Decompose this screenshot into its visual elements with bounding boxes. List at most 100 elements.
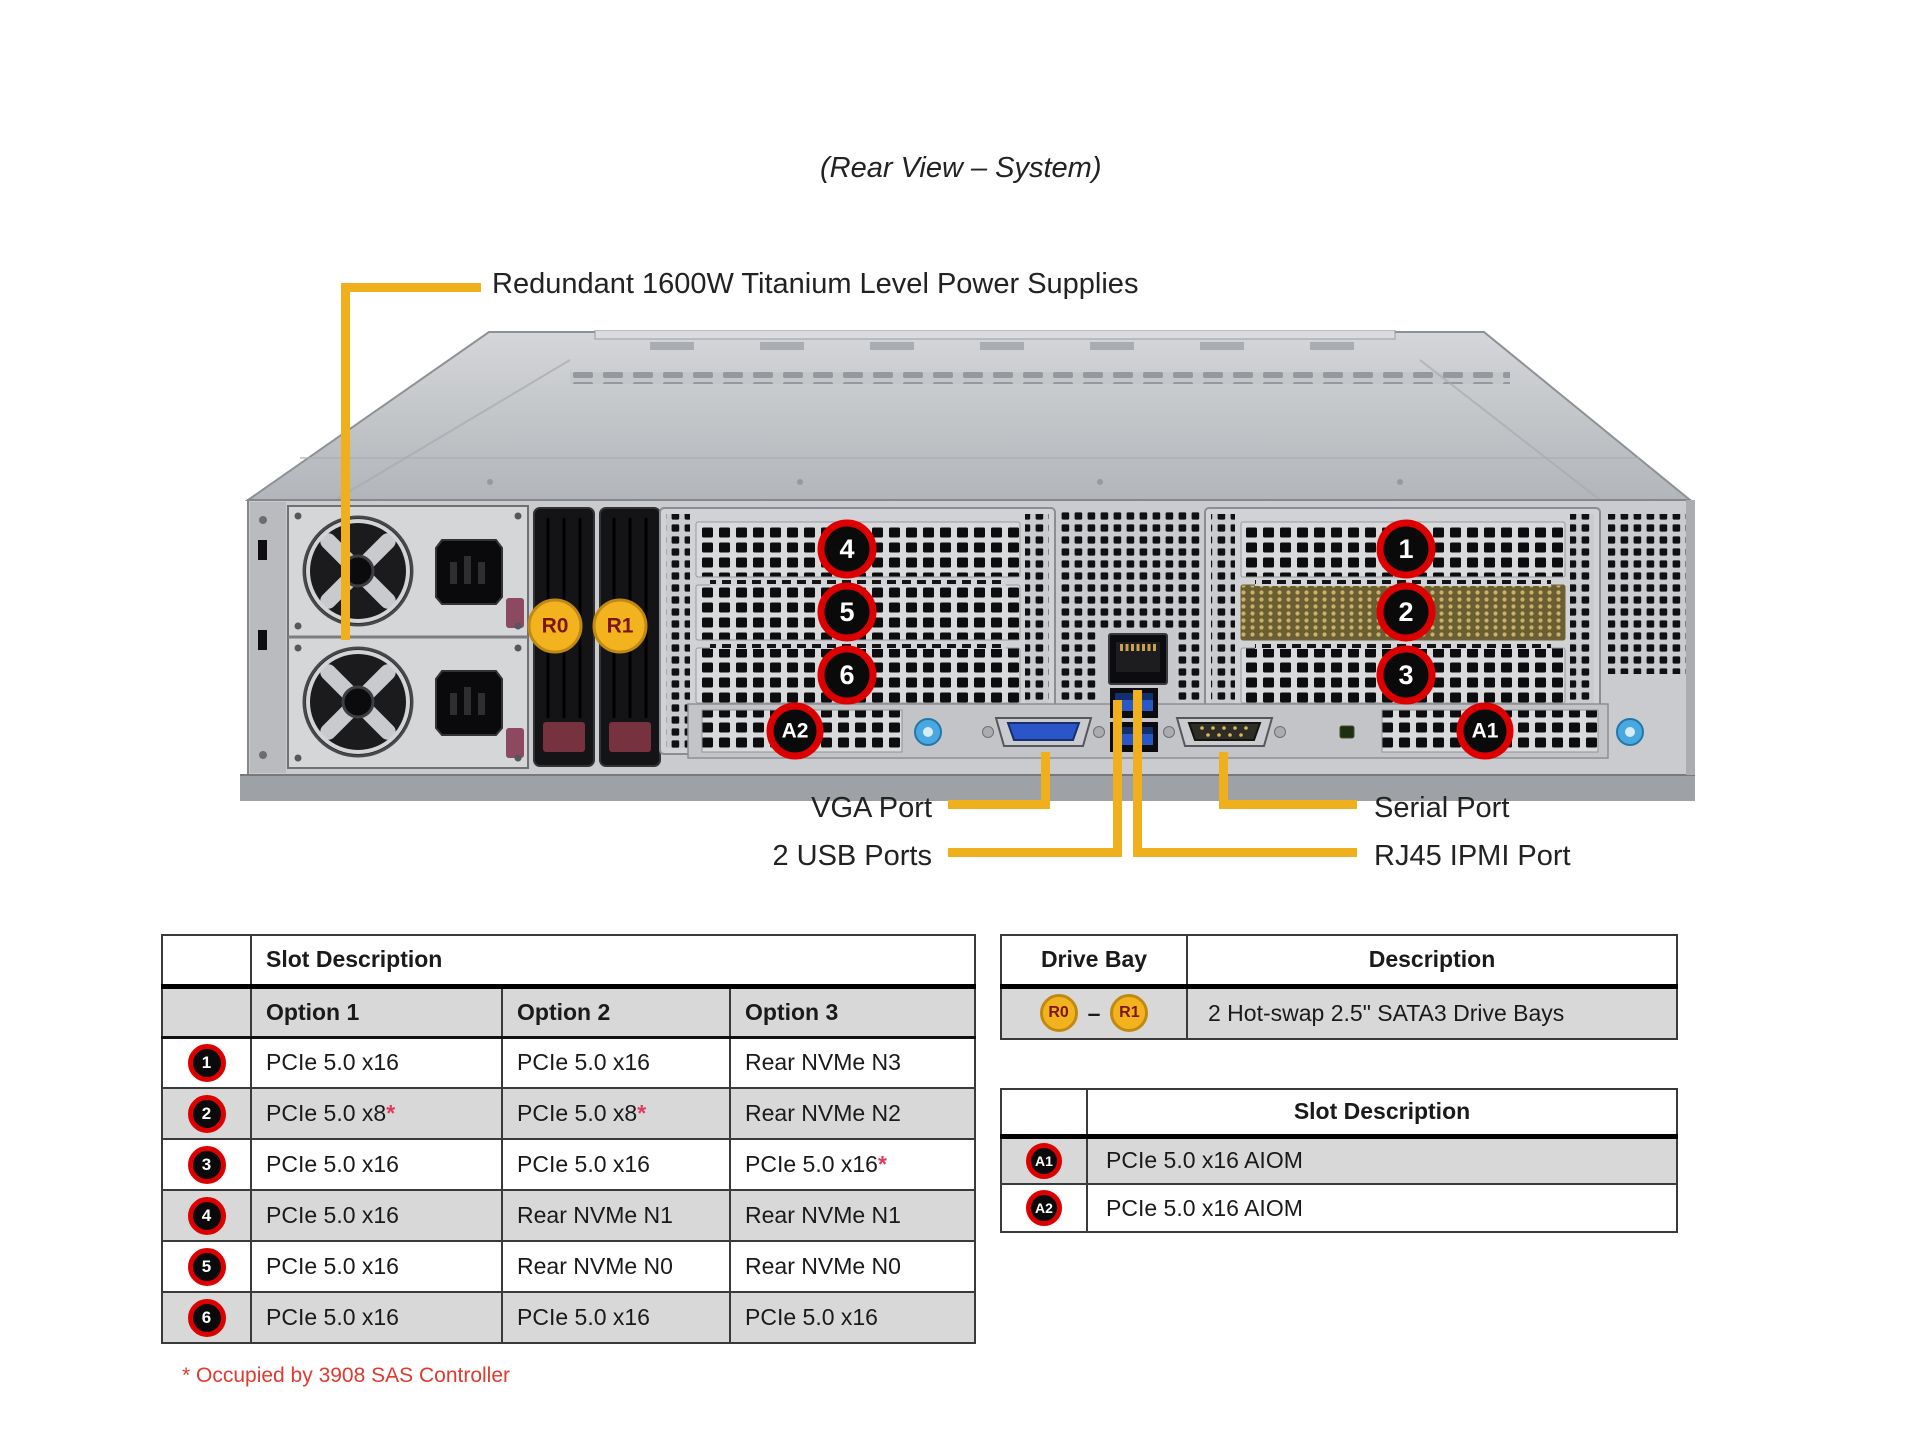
- cell-option3: Rear NVMe N0: [728, 1240, 977, 1293]
- drive-badge-r0: R0: [1039, 994, 1078, 1033]
- corner-cell: [161, 985, 252, 1039]
- table-row: A2 PCIe 5.0 x16 AIOM: [1000, 1183, 1678, 1233]
- power-supply-modules: [287, 505, 529, 769]
- vga-callout-line-v: [1041, 752, 1050, 809]
- drive-badge-r1: R1: [607, 615, 634, 638]
- cell-option2: Rear NVMe N1: [501, 1189, 731, 1242]
- psu-callout-line-v: [341, 283, 350, 640]
- chassis-lid: [244, 330, 1693, 501]
- usb-callout-line-h: [948, 848, 1122, 857]
- corner-cell: [1000, 1088, 1088, 1139]
- vga-port: [982, 717, 1105, 747]
- table-row: 3 PCIe 5.0 x16 PCIe 5.0 x16 PCIe 5.0 x16…: [161, 1138, 977, 1191]
- psu-callout-line-h: [341, 283, 481, 292]
- vga-port-label: VGA Port: [811, 792, 932, 824]
- cell-option1: PCIe 5.0 x16: [250, 1291, 503, 1344]
- table-row: 4 PCIe 5.0 x16 Rear NVMe N1 Rear NVMe N1: [161, 1189, 977, 1242]
- cell-option1: PCIe 5.0 x8*: [250, 1087, 503, 1140]
- psu-latch: [506, 728, 524, 758]
- cell-option2: Rear NVMe N0: [501, 1240, 731, 1293]
- page-title: (Rear View – System): [820, 152, 1102, 184]
- slot-badge-5: 5: [839, 597, 854, 627]
- cell-option3: Rear NVMe N3: [728, 1036, 977, 1089]
- drive-tray-latch: [543, 722, 585, 752]
- footnote: * Occupied by 3908 SAS Controller: [182, 1364, 511, 1387]
- column-header-option2: Option 2: [501, 985, 731, 1039]
- cell-option1: PCIe 5.0 x16: [250, 1240, 503, 1293]
- aiom-badge: A2: [1026, 1190, 1062, 1226]
- rj45-port: [1108, 633, 1168, 685]
- slot-badge-4: 4: [839, 534, 854, 564]
- server-badges: 4 5 6 1 2 3 A2 A1 R0 R1: [527, 519, 1514, 760]
- cell-option3: PCIe 5.0 x16: [728, 1291, 977, 1344]
- cell-option2: PCIe 5.0 x16: [501, 1036, 731, 1089]
- power-inlet-icon: [435, 670, 503, 736]
- slot-badge: 1: [187, 1043, 226, 1082]
- drive-tray-latch: [609, 722, 651, 752]
- slot-badge: 5: [187, 1247, 226, 1286]
- psu-latch: [506, 598, 524, 628]
- aiom-badge: A1: [1026, 1142, 1062, 1179]
- thumbscrew-icon: [1616, 718, 1644, 746]
- slot-badge: 2: [187, 1094, 226, 1133]
- drive-bay-table: Drive Bay Description R0 – R1 2 Hot-swap…: [1000, 934, 1678, 1040]
- table-row: A1 PCIe 5.0 x16 AIOM: [1000, 1135, 1678, 1185]
- description-header: Description: [1186, 934, 1678, 989]
- cell-option2: PCIe 5.0 x16: [501, 1138, 731, 1191]
- chassis-bottom-rail: [240, 775, 1695, 801]
- cell-option1: PCIe 5.0 x16: [250, 1138, 503, 1191]
- aiom-badge-a1: A1: [1472, 720, 1499, 743]
- cell-option2: PCIe 5.0 x8*: [501, 1087, 731, 1140]
- cell-option1: PCIe 5.0 x16: [250, 1036, 503, 1089]
- server-rear-photo: 4 5 6 1 2 3 A2 A1 R0 R1: [240, 330, 1695, 801]
- table-row: 1 PCIe 5.0 x16 PCIe 5.0 x16 Rear NVMe N3: [161, 1036, 977, 1089]
- slot-description-table: Slot Description Option 1 Option 2 Optio…: [161, 934, 977, 1344]
- thumbscrew-icon: [914, 718, 942, 746]
- right-vent-strip: [1608, 514, 1686, 674]
- corner-cell: [161, 934, 252, 989]
- psu-fan-icon: [302, 515, 414, 627]
- serial-callout-line-v: [1219, 752, 1228, 809]
- range-dash: –: [1087, 999, 1101, 1026]
- cell-option3: Rear NVMe N2: [728, 1087, 977, 1140]
- slot-badge-2: 2: [1398, 597, 1413, 627]
- slot-badge-6: 6: [839, 660, 854, 690]
- column-header-option3: Option 3: [728, 985, 977, 1039]
- serial-callout-line-h: [1219, 800, 1357, 809]
- table-row: 2 PCIe 5.0 x8* PCIe 5.0 x8* Rear NVMe N2: [161, 1087, 977, 1140]
- psu-callout-label: Redundant 1600W Titanium Level Power Sup…: [492, 268, 1139, 300]
- aiom-table-header: Slot Description: [1086, 1088, 1678, 1139]
- drive-badge-r0: R0: [542, 615, 569, 638]
- aiom-slot-table: Slot Description A1 PCIe 5.0 x16 AIOM A2…: [1000, 1088, 1678, 1233]
- drive-bay-header: Drive Bay: [1000, 934, 1188, 989]
- aiom-description: PCIe 5.0 x16 AIOM: [1086, 1183, 1678, 1233]
- slot-badge-3: 3: [1398, 660, 1413, 690]
- power-inlet-icon: [435, 539, 503, 605]
- slot-badge: 6: [187, 1298, 226, 1337]
- cell-option1: PCIe 5.0 x16: [250, 1189, 503, 1242]
- serial-port: [1163, 717, 1286, 747]
- ipmi-callout-line-v: [1133, 690, 1142, 857]
- ipmi-callout-line-h: [1133, 848, 1357, 857]
- ipmi-port-label: RJ45 IPMI Port: [1374, 840, 1571, 872]
- aiom-badge-a2: A2: [782, 720, 809, 743]
- slot-badge: 3: [187, 1145, 226, 1184]
- slot-table-header: Slot Description: [249, 934, 977, 989]
- cell-option3: PCIe 5.0 x16*: [728, 1138, 977, 1191]
- rack-ear: [250, 502, 286, 773]
- table-row: 6 PCIe 5.0 x16 PCIe 5.0 x16 PCIe 5.0 x16: [161, 1291, 977, 1344]
- cell-option3: Rear NVMe N1: [728, 1189, 977, 1242]
- cell-option2: PCIe 5.0 x16: [501, 1291, 731, 1344]
- column-header-option1: Option 1: [250, 985, 503, 1039]
- drive-badge-r1: R1: [1110, 994, 1149, 1033]
- usb-ports-label: 2 USB Ports: [772, 840, 932, 872]
- aiom-description: PCIe 5.0 x16 AIOM: [1086, 1135, 1678, 1185]
- psu-fan-icon: [302, 646, 414, 758]
- serial-port-label: Serial Port: [1374, 792, 1510, 824]
- uid-led: [1339, 725, 1355, 739]
- table-row: 5 PCIe 5.0 x16 Rear NVMe N0 Rear NVMe N0: [161, 1240, 977, 1293]
- slot-badge-1: 1: [1398, 534, 1413, 564]
- drive-bay-description: 2 Hot-swap 2.5" SATA3 Drive Bays: [1186, 985, 1678, 1040]
- table-row: R0 – R1 2 Hot-swap 2.5" SATA3 Drive Bays: [1000, 985, 1678, 1040]
